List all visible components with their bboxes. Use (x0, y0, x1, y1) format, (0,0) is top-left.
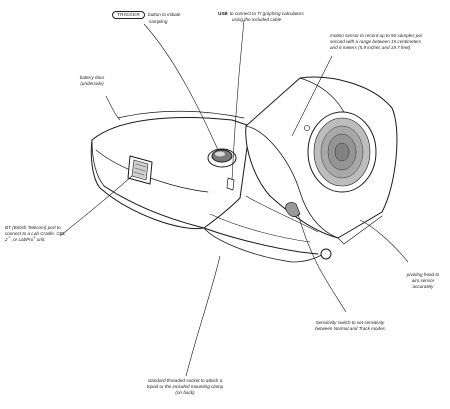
socket-label: standard threaded socket to attach a tri… (130, 378, 240, 396)
pivoting-head-line2: aim sensor (411, 278, 435, 283)
bt-port-line3: 2™, or LabPro® unit. (5, 235, 46, 242)
bt-port-line1: BT (British Telecom) port to (5, 225, 61, 230)
pivoting-head-line3: accurately (412, 284, 434, 289)
motion-sensor-line3: and 6 meters (5.9 inches and 19.7 feet) (330, 45, 411, 50)
leader-lines (59, 19, 409, 377)
socket-line1: standard threaded socket to attach a (147, 378, 223, 383)
sensitivity-label: Sensitivity switch to set sensitivity be… (290, 320, 410, 332)
usb-port (226, 177, 235, 191)
bt-port-label: BT (British Telecom) port to connect to … (5, 225, 65, 243)
trigger-button (207, 148, 237, 168)
usb-label-line1: to connect to TI graphing calculators (229, 11, 304, 16)
sensitivity-line2: between Normal and Track modes (315, 326, 385, 331)
sensor-grille (307, 111, 377, 193)
motion-sensor-line2: second with a range between 15 centimete… (330, 39, 422, 44)
socket-line3: (on back) (175, 390, 195, 395)
trigger-badge: TRIGGER (112, 11, 146, 19)
trigger-label-line2: sampling (149, 19, 168, 24)
pivot-knob (320, 248, 332, 260)
usb-badge: USB (218, 11, 228, 16)
pivoting-head-label: pivoting head to aim sensor accurately (398, 272, 448, 290)
battery-door-line2: (underside) (80, 81, 104, 86)
bt-port (127, 155, 153, 185)
pivoting-head-line1: pivoting head to (406, 272, 440, 277)
bt-port-line2: connect to a Lab Cradle, CBL (5, 231, 66, 236)
usb-label-line2: using the included cable (232, 17, 282, 22)
battery-door-line1: battery door (79, 75, 105, 80)
sensitivity-switch (285, 202, 301, 217)
sensitivity-line1: Sensitivity switch to set sensitivity (315, 320, 385, 325)
motion-sensor-line1: motion sensor to record up to 50 samples… (330, 33, 423, 38)
battery-door-label: battery door (underside) (72, 75, 112, 87)
trigger-label-line1: button to initiate (148, 12, 181, 17)
socket-line2: tripod or the included mounting clamp (146, 384, 224, 389)
motion-sensor-label: motion sensor to record up to 50 samples… (330, 33, 422, 51)
